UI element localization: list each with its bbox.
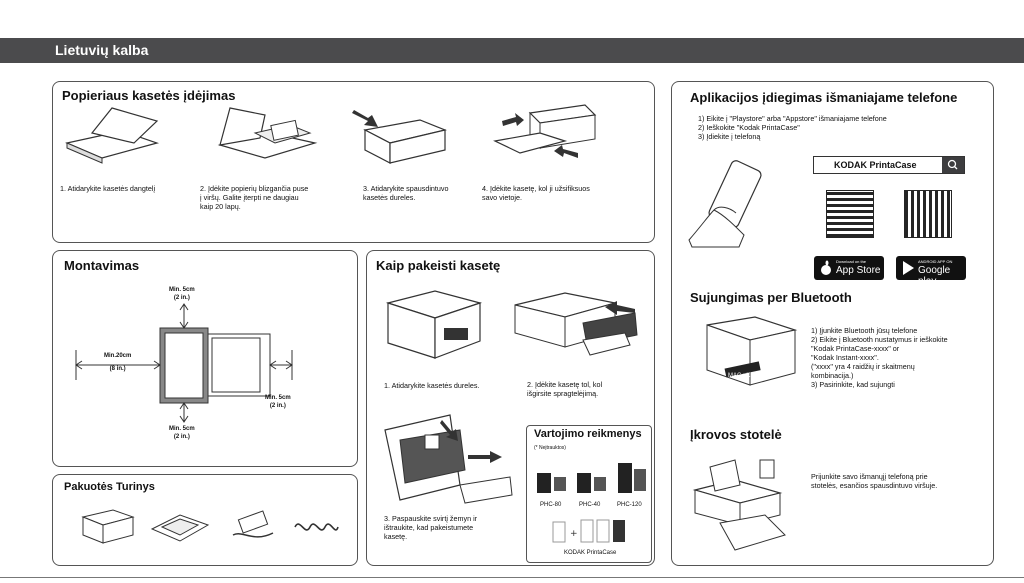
bluetooth-steps: 1) Įjunkite Bluetooth jūsų telefone 2) E… [811, 326, 948, 389]
app-install-title: Aplikacijos įdiegimas išmaniajame telefo… [690, 90, 958, 105]
consumables-app-label: KODAK PrintaCase [564, 550, 617, 556]
printer-door-open-illustration [352, 110, 447, 164]
mounting-label-right: Min. 5cm (2 in.) [265, 395, 291, 409]
replace-cassette-title: Kaip pakeisti kasetę [376, 258, 501, 273]
cassette-insert-printer-illustration [493, 104, 597, 158]
bottom-rule [0, 577, 1024, 578]
package-adapter-icon [232, 510, 274, 538]
app-search-box[interactable]: KODAK PrintaCase [813, 156, 965, 174]
paper-insert-illustration [217, 107, 318, 159]
app-install-steps: 1) Eikite į "Playstore" arba "Appstore" … [698, 114, 887, 141]
language-header-bar: Lietuvių kalba [0, 38, 1024, 63]
app-store-badge[interactable]: Download on the App Store [814, 256, 884, 280]
cassette-step-2: 2. Įdėkite popierių blizgančia puse į vi… [200, 184, 309, 211]
mounting-label-top: Min. 5cm (2 in.) [169, 287, 195, 301]
google-play-badge[interactable]: ANDROID APP ON Google play [896, 256, 966, 287]
cassette-insert-panel [52, 81, 655, 243]
cassette-insert-title: Popieriaus kasetės įdėjimas [62, 88, 236, 103]
replace-insert-cassette-illustration [514, 292, 638, 356]
svg-text:+: + [570, 529, 578, 539]
replace-step-3: 3. Paspauskite svirtį žemyn ir ištraukit… [384, 514, 478, 541]
cassette-open-lid-illustration [65, 107, 160, 164]
consumable-phc-120: PHC-120 [617, 502, 642, 508]
mounting-title: Montavimas [64, 258, 140, 273]
cassette-step-3: 3. Atidarykite spausdintuvo kasetės dure… [363, 184, 449, 202]
consumables-cassettes-illustration [537, 463, 646, 493]
language-title: Lietuvių kalba [55, 42, 149, 58]
phone-in-hand-illustration [688, 160, 762, 248]
replace-step-1: 1. Atidarykite kasetės dureles. [384, 381, 480, 390]
mounting-label-bottom: Min. 5cm (2 in.) [169, 426, 195, 440]
cassette-step-4: 4. Įdėkite kasetę, kol ji užsifiksuos sa… [482, 184, 590, 202]
dock-text: Prijunkite savo išmanųjį telefoną prie s… [811, 472, 938, 490]
apple-icon [821, 260, 831, 275]
package-cassette-icon [150, 514, 210, 542]
bluetooth-title: Sujungimas per Bluetooth [690, 290, 852, 305]
consumables-printacase-illustration: + [552, 519, 625, 543]
consumable-phc-40: PHC-40 [579, 502, 601, 508]
package-contents-title: Pakuotės Turinys [64, 481, 155, 493]
app-store-small-text: Download on the [836, 259, 867, 264]
mounting-label-left: Min.20cm (8 in.) [104, 353, 132, 372]
consumables-note: (* Neįtrauktos) [534, 445, 566, 451]
replace-open-door-illustration [385, 290, 483, 359]
google-play-small-text: ANDROID APP ON [918, 259, 953, 264]
consumable-phc-80: PHC-80 [540, 502, 562, 508]
appstore-qr-code [826, 190, 874, 238]
printer-underside-illustration [706, 316, 798, 386]
replace-lever-illustration [384, 414, 513, 504]
bluetooth-mac-label: MAC : XXXX [728, 373, 763, 379]
search-icon[interactable] [942, 157, 964, 173]
app-search-label: KODAK PrintaCase [834, 160, 917, 170]
playstore-qr-code [904, 190, 952, 238]
app-store-big-text: App Store [836, 265, 881, 276]
consumables-title: Vartojimo reikmenys [534, 428, 642, 440]
google-play-big-text: Google play [918, 265, 951, 287]
cassette-step-1: 1. Atidarykite kasetės dangtelį [60, 184, 156, 193]
dock-printer-illustration [692, 459, 786, 551]
mounting-clearance-diagram [75, 303, 293, 423]
package-printer-icon [81, 509, 135, 544]
package-cable-icon [294, 523, 339, 531]
dock-title: Įkrovos stotelė [690, 427, 782, 442]
replace-step-2: 2. Įdėkite kasetę tol, kol išgirsite spr… [527, 380, 603, 398]
play-icon [903, 261, 914, 275]
